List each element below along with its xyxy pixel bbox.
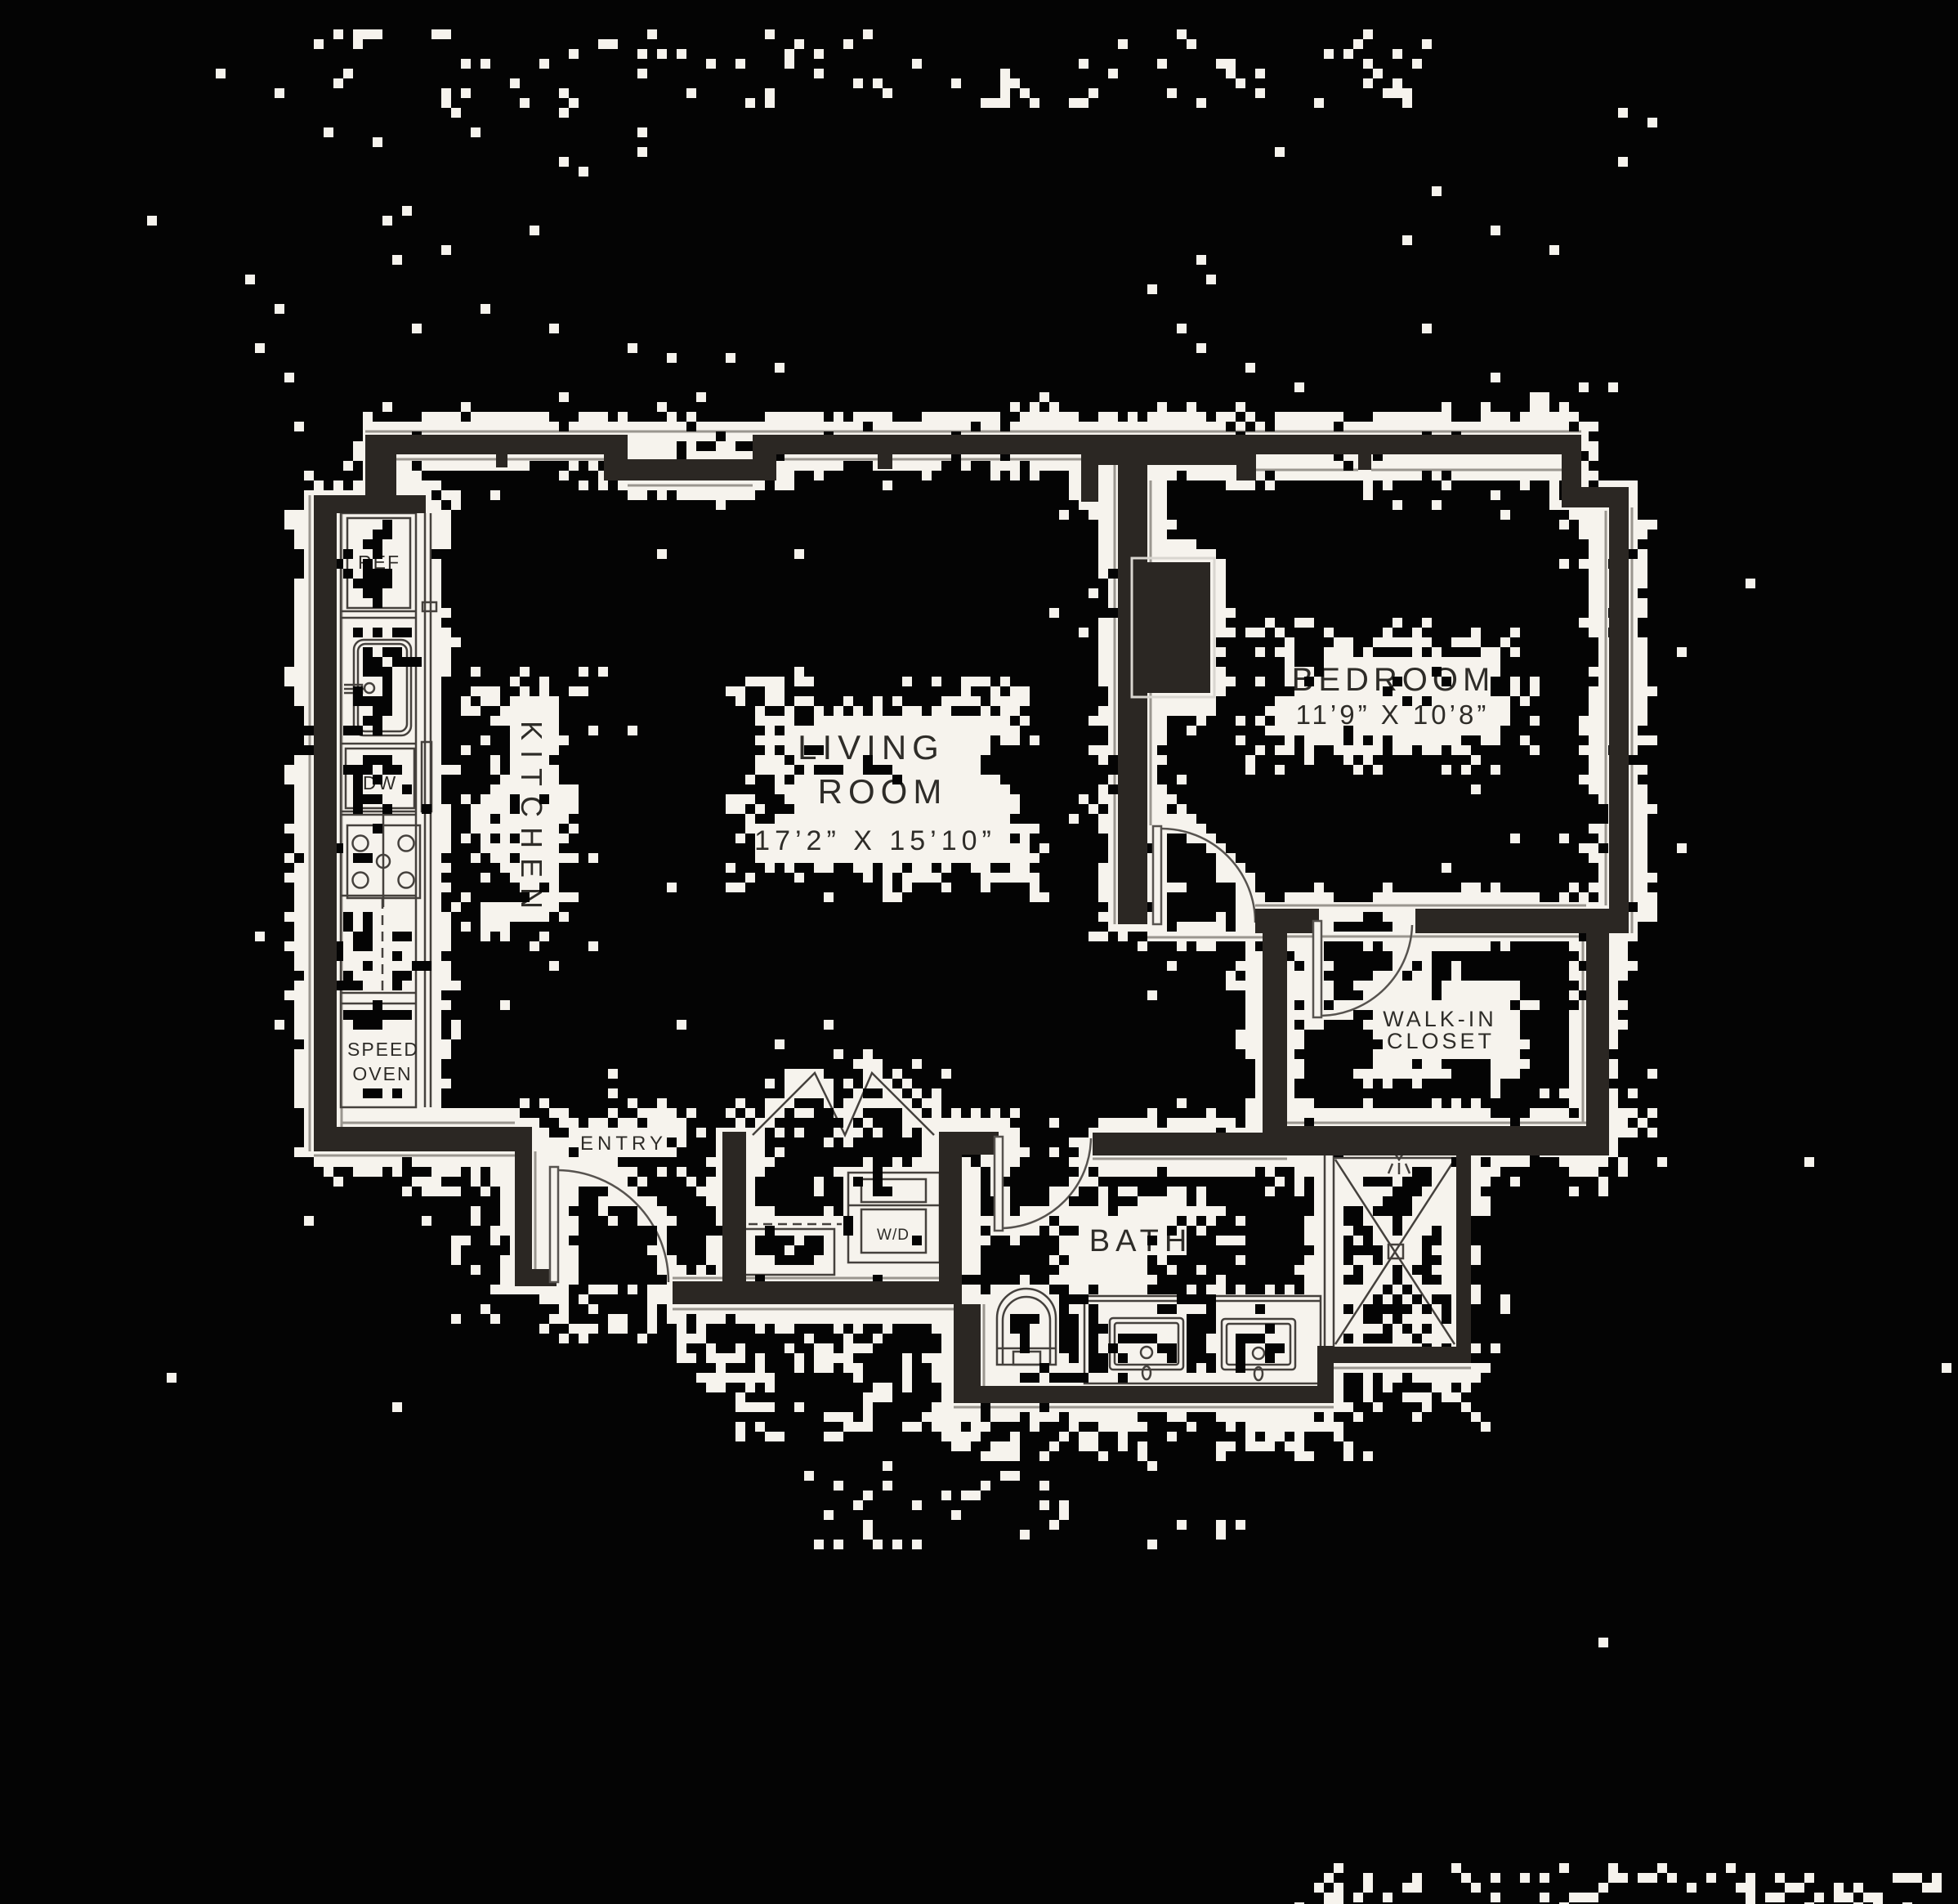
svg-text:KITCHEN: KITCHEN	[515, 721, 548, 918]
svg-text:11’9” X 10’8”: 11’9” X 10’8”	[1296, 699, 1490, 730]
svg-text:WALK-IN: WALK-IN	[1383, 1007, 1497, 1031]
svg-text:ENTRY: ENTRY	[580, 1133, 667, 1155]
svg-text:ROOM: ROOM	[818, 772, 948, 811]
svg-text:REF: REF	[358, 552, 400, 573]
svg-text:CLOSET: CLOSET	[1387, 1029, 1495, 1053]
svg-text:BEDROOM: BEDROOM	[1292, 662, 1495, 698]
svg-text:OVEN: OVEN	[352, 1063, 412, 1084]
svg-text:SPEED: SPEED	[347, 1039, 419, 1060]
svg-text:DW: DW	[363, 772, 397, 793]
svg-text:LIVING: LIVING	[798, 728, 945, 767]
svg-text:17’2” X 15’10”: 17’2” X 15’10”	[754, 825, 996, 856]
svg-text:W/D: W/D	[877, 1227, 910, 1244]
svg-text:BATH: BATH	[1089, 1224, 1193, 1258]
